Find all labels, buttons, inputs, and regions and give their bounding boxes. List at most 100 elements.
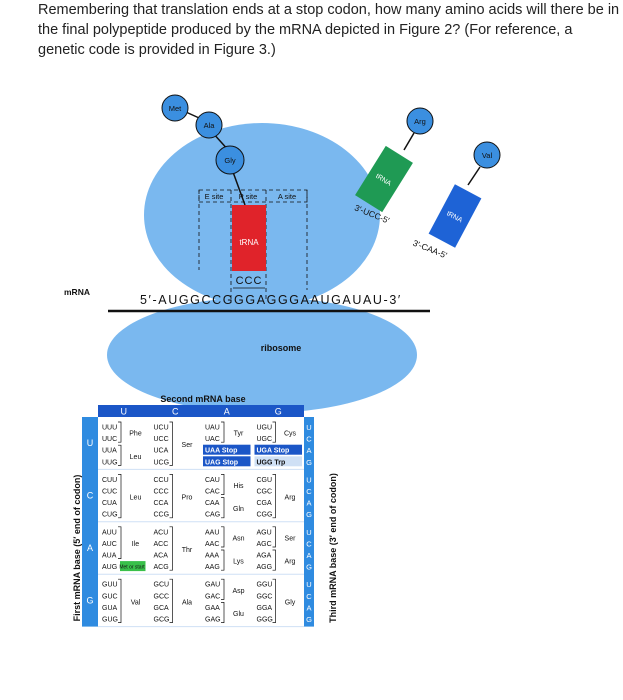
amino-acid-gly: [215, 145, 245, 175]
second-base-letter: G: [275, 407, 282, 417]
first-base-letter: C: [87, 491, 94, 501]
codon-text: ACC: [154, 541, 169, 548]
amino-acid-bracket: [118, 444, 122, 466]
codon-text: CAG: [205, 512, 220, 519]
amino-acid-name: Tyr: [234, 431, 244, 438]
start-note: Met or start: [119, 565, 145, 571]
stop-codon-highlight: [254, 456, 302, 467]
codon-text: CAU: [205, 477, 220, 484]
third-base-letter: U: [306, 528, 311, 537]
amino-acid-bracket: [272, 421, 276, 443]
amino-acid-name: Leu: [130, 454, 142, 461]
third-base-letter: G: [306, 458, 312, 467]
first-base-axis-label: First mRNA base (5′ end of codon): [72, 475, 82, 622]
amino-acid-name: Asn: [232, 535, 244, 542]
codon-text: CCA: [154, 500, 169, 507]
codon-text: CGG: [257, 512, 273, 519]
arg-trna: [355, 145, 413, 213]
second-base-header: [98, 405, 304, 417]
amino-acid-bracket: [118, 526, 122, 559]
amino-acid-name: Thr: [182, 547, 193, 554]
codon-text: AGC: [257, 541, 272, 548]
amino-acid-label: Arg: [414, 117, 426, 126]
amino-acid-ala: [195, 111, 223, 139]
p-site-anticodon: CCC: [236, 275, 263, 287]
stop-codon-highlight: [203, 444, 251, 455]
codon-text: CUA: [102, 500, 117, 507]
stop-codon-highlight: [203, 456, 251, 467]
codon-text: GGG: [257, 617, 273, 624]
second-base-letter: U: [121, 407, 128, 417]
codon-text: CCG: [154, 512, 170, 519]
codon-text: GCG: [154, 617, 170, 624]
amino-acid-name: Phe: [129, 431, 142, 438]
codon-text: AGA: [257, 553, 272, 560]
third-base-letter: A: [306, 446, 311, 455]
amino-acid-bracket: [169, 578, 173, 623]
amino-acid-name: Ile: [132, 541, 140, 548]
codon-text: AAU: [205, 529, 219, 536]
p-site-trna: [232, 205, 266, 271]
codon-text: UGA Stop: [257, 448, 290, 455]
amino-acid-name: Ser: [182, 442, 194, 449]
codon-text: GUC: [102, 593, 118, 600]
codon-text: GCC: [154, 593, 170, 600]
amino-acid-name: Arg: [285, 559, 296, 566]
codon-text: GAG: [205, 617, 221, 624]
third-base-letter: A: [306, 551, 311, 560]
codon-text: CUG: [102, 512, 118, 519]
third-base-letter: U: [306, 423, 311, 432]
codon-text: ACU: [154, 529, 169, 536]
codon-text: AUG: [102, 564, 117, 571]
first-base-letter: G: [86, 595, 93, 605]
question-line: the final polypeptide produced by the mR…: [38, 22, 573, 38]
third-base-letter: U: [306, 580, 311, 589]
amino-acid-bracket: [169, 474, 173, 519]
codon-text: AAA: [205, 553, 219, 560]
amino-acid-val: [473, 141, 501, 169]
amino-acid-label: Ala: [204, 121, 216, 130]
amino-acid-bracket: [221, 602, 225, 623]
p-site-label: P site: [239, 192, 258, 201]
third-base-letter: G: [306, 563, 312, 572]
amino-acid-bracket: [169, 526, 173, 571]
amino-acid-bracket: [118, 474, 122, 519]
codon-text: CAA: [205, 500, 220, 507]
codon-text: UGU: [257, 425, 273, 432]
codon-text: UUA: [102, 448, 117, 455]
codon-text: UAA Stop: [205, 448, 237, 455]
question-line: genetic code is provided in Figure 3.): [38, 42, 276, 58]
site-frame: [198, 189, 308, 203]
question-text: Remembering that translation ends at a s…: [38, 0, 623, 60]
amino-acid-bracket: [272, 549, 276, 571]
trna-label: tRNA: [239, 238, 259, 247]
stop-codon-highlight: [254, 444, 302, 455]
val-trna: [428, 184, 482, 248]
amino-acid-name: Lys: [233, 559, 244, 566]
amino-acid-name: Asp: [232, 588, 244, 595]
codon-text: GUG: [102, 617, 118, 624]
third-base-letter: A: [306, 499, 311, 508]
codon-text: GAC: [205, 593, 220, 600]
codon-text: ACA: [154, 553, 169, 560]
third-base-axis-label: Third mRNA base (3′ end of codon): [328, 473, 338, 623]
codon-text: GCU: [154, 582, 170, 589]
first-base-bar: [82, 417, 98, 627]
first-base-letter: U: [87, 438, 94, 448]
codon-text: AAG: [205, 564, 220, 571]
third-base-letter: C: [306, 592, 312, 601]
codon-text: GGU: [257, 582, 273, 589]
codon-text: AUA: [102, 553, 117, 560]
a-site-label: A site: [278, 192, 296, 201]
codon-text: UAC: [205, 436, 220, 443]
codon-text: AUC: [102, 541, 117, 548]
amino-acid-bracket: [169, 421, 173, 466]
amino-acid-name: Pro: [182, 495, 193, 502]
ribosome-label: ribosome: [261, 343, 302, 353]
second-base-letter: C: [172, 407, 179, 417]
codon-text: CCC: [154, 489, 169, 496]
codon-text: GAU: [205, 582, 220, 589]
second-base-title: Second mRNA base: [160, 394, 245, 404]
amino-acid-name: Glu: [233, 611, 244, 618]
